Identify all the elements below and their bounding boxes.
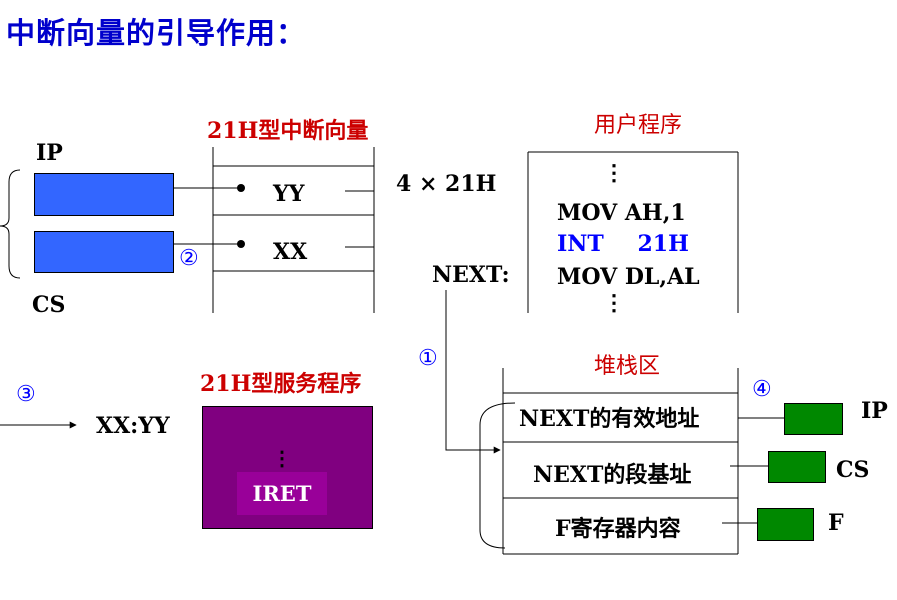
cs-label: CS [32,292,66,318]
user-program-dots-bottom: ⋮ [603,290,625,316]
vector-table-heading: 21H型中断向量 [207,118,369,144]
next-to-stack-arrow [445,290,501,454]
vector-row-xx: XX [273,239,308,265]
register-brace [0,169,21,279]
step-1-marker: ① [418,346,438,371]
stack-row-next-offset: NEXT的有效地址 [519,406,700,432]
user-program-lines [527,151,739,313]
step-3-marker: ③ [16,382,36,407]
iret-instruction: IRET [237,472,327,515]
stack-f-label: F [828,510,844,536]
user-program-line-1: MOV AH,1 [557,200,686,226]
int-op: INT [557,231,604,257]
stack-row-next-segment: NEXT的段基址 [533,462,692,488]
user-program-line-3: MOV DL,AL [557,264,700,290]
vector-table-lines [212,147,375,313]
stack-cs-label: CS [836,457,870,483]
stack-brace [479,402,516,549]
user-program-heading: 用户程序 [594,113,683,138]
ip-label: IP [36,140,63,166]
stack-ip-register-box [784,403,843,435]
stack-ip-label: IP [861,398,888,424]
vector-offset-label: 4 × 21H [396,171,497,197]
service-entry-address: XX:YY [96,413,170,439]
stack-heading: 堆栈区 [594,354,661,379]
vector-row-yy: YY [273,181,305,207]
int-arg: 21H [637,231,689,257]
step-2-marker: ② [179,246,199,271]
user-program-line-2: INT 21H [557,231,689,257]
stack-row-flags: F寄存器内容 [555,516,681,542]
cs-register-box [34,231,174,273]
service-heading: 21H型服务程序 [200,371,362,397]
page-title: 中断向量的引导作用： [6,16,307,50]
stack-f-register-box [757,508,814,541]
user-program-dots-top: ⋮ [603,160,625,186]
step-4-marker: ④ [752,377,772,402]
stack-cs-register-box [768,451,826,483]
ip-register-box [34,173,174,216]
next-label: NEXT: [432,262,510,288]
service-dots: ⋮ [272,446,292,470]
